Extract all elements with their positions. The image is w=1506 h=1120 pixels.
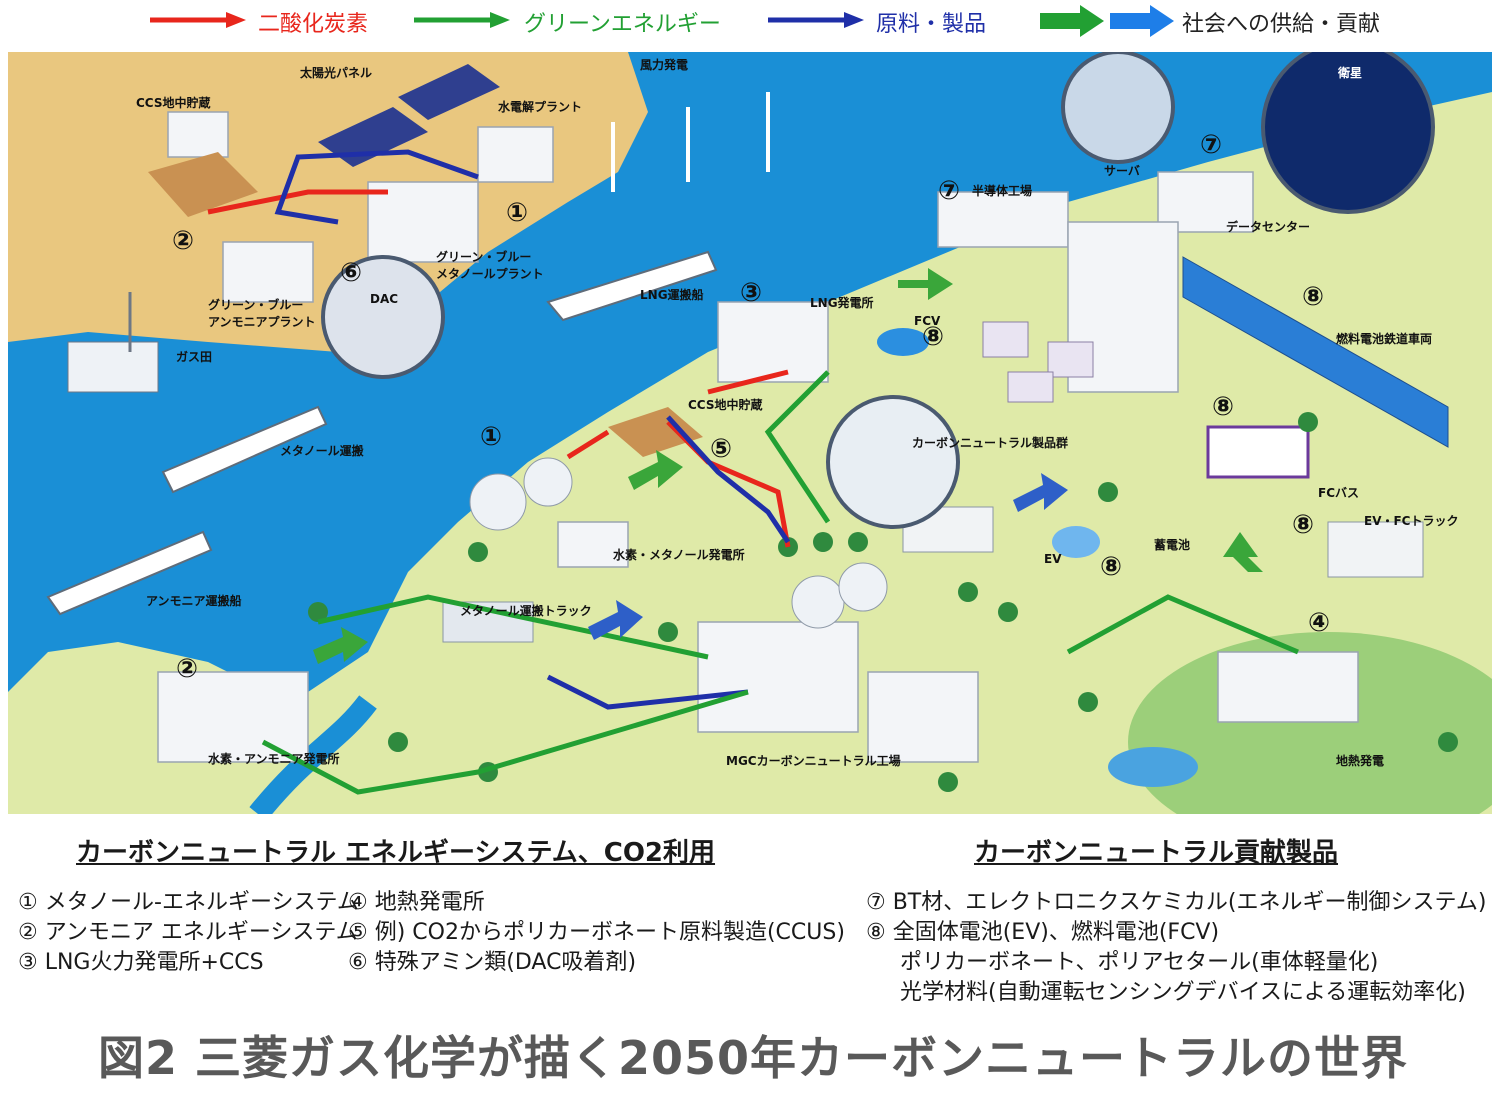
label-geothermal: 地熱発電 [1336,754,1385,768]
label-ev: EV [1044,552,1062,566]
marker-2-top: ② [172,226,195,256]
label-ccs-top: CCS地中貯蔵 [136,96,211,110]
label-ammonia-plant: グリーン・ブルー アンモニアプラント [208,298,316,329]
right-item-8-sub2: 光学材料(自動運転センシングデバイスによる運転効率化) [900,980,1466,1005]
label-fuel-cell-train: 燃料電池鉄道車両 [1336,332,1433,346]
label-electrolysis-plant: 水電解プラント [498,100,583,114]
marker-7-datacenter: ⑦ [1200,130,1223,160]
label-gas-field: ガス田 [176,350,213,364]
green-energy-arrow-icon [414,12,510,28]
legend-green-energy: グリーンエネルギー [524,12,721,37]
label-ev-fc-truck: EV・FCトラック [1364,514,1459,528]
label-cn-products: カーボンニュートラル製品群 [912,436,1069,450]
left-item-1: ① メタノール-エネルギーシステム [18,890,359,915]
marker-1-mid: ① [480,422,503,452]
section-left-title: カーボンニュートラル エネルギーシステム、CO2利用 [76,838,716,868]
label-lng-ship: LNG運搬船 [640,288,704,302]
marker-3: ③ [740,278,763,308]
label-fc-bus: FCバス [1318,486,1360,500]
figure-title: 図2 三菱ガス化学が描く2050年カーボンニュートラルの世界 [97,1031,1409,1085]
material-arrow-icon [768,12,864,28]
label-dac: DAC [370,292,399,306]
marker-8-ev: ⑧ [1100,552,1123,582]
label-wind-power: 風力発電 [640,58,689,72]
right-item-8-sub1: ポリカーボネート、ポリアセタール(車体軽量化) [900,950,1379,975]
marker-8-train: ⑧ [1302,282,1325,312]
marker-2-bottom: ② [176,654,199,684]
left-item-6: ⑥ 特殊アミン類(DAC吸着剤) [348,950,637,975]
label-solar-panel: 太陽光パネル [300,66,373,80]
label-ccs-mid: CCS地中貯蔵 [688,398,763,412]
label-methanol-ship: メタノール運搬 [280,444,364,458]
legend: 二酸化炭素 グリーンエネルギー 原料・製品 社会への供給・貢献 [0,0,1506,48]
supply-arrow-icon [1040,5,1174,37]
label-mgc-factory: MGCカーボンニュートラル工場 [726,754,901,768]
left-item-5: ⑤ 例) CO2からポリカーボネート原料製造(CCUS) [348,920,845,945]
label-battery: 蓄電池 [1154,538,1191,552]
label-fcv: FCV [914,314,941,328]
marker-5: ⑤ [710,434,733,464]
label-ammonia-ship: アンモニア運搬船 [146,594,242,608]
left-item-3: ③ LNG火力発電所+CCS [18,950,264,975]
label-methanol-plant: グリーン・ブルー メタノールプラント [436,250,544,281]
marker-1-top: ① [506,198,529,228]
label-lng-power: LNG発電所 [810,296,874,310]
left-item-4: ④ 地熱発電所 [348,890,485,915]
marker-8-fcv: ⑧ [922,322,945,352]
label-server: サーバ [1104,164,1140,178]
right-item-7: ⑦ BT材、エレクトロニクスケミカル(エネルギー制御システム) [866,890,1487,915]
label-methanol-truck: メタノール運搬トラック [460,604,592,618]
marker-6: ⑥ [340,258,363,288]
left-item-2: ② アンモニア エネルギーシステム [18,920,358,945]
marker-4: ④ [1308,608,1331,638]
label-satellite: 衛星 [1338,66,1363,80]
marker-7-semiconductor: ⑦ [938,176,961,206]
map-background [8,52,1492,814]
right-item-8: ⑧ 全固体電池(EV)、燃料電池(FCV) [866,920,1220,945]
co2-arrow-icon [150,12,246,28]
legend-material: 原料・製品 [876,12,987,37]
marker-8-bus: ⑧ [1212,392,1235,422]
illustration-map: 太陽光パネル 風力発電 CCS地中貯蔵 水電解プラント グリーン・ブルー メタノ… [8,52,1492,814]
marker-8-truck: ⑧ [1292,510,1315,540]
legend-supply: 社会への供給・貢献 [1182,12,1381,37]
legend-co2: 二酸化炭素 [258,12,369,37]
label-semiconductor-factory: 半導体工場 [972,184,1033,198]
label-h2-methanol-power: 水素・メタノール発電所 [613,548,745,562]
section-right-title: カーボンニュートラル貢献製品 [974,838,1339,868]
label-h2-ammonia-power: 水素・アンモニア発電所 [208,752,340,766]
label-datacenter: データセンター [1226,220,1311,234]
